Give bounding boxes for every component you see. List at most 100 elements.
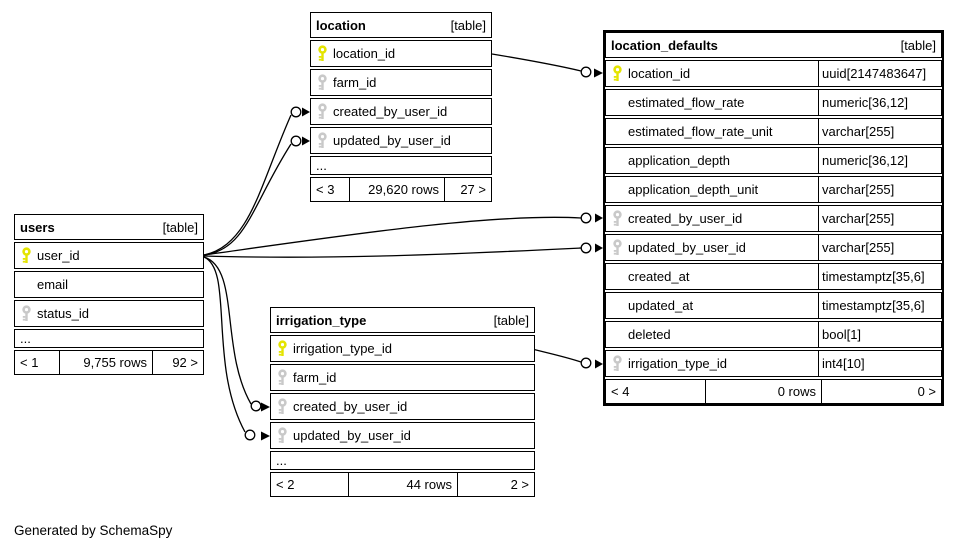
column-row: updated_by_user_id (310, 127, 492, 154)
column-row: updated_by_user_id varchar[255] (605, 234, 942, 261)
connector-circle (580, 242, 592, 254)
column-row: deleted bool[1] (605, 321, 942, 348)
foreign-key-icon (15, 305, 37, 322)
row-count: 29,620 rows (349, 178, 444, 201)
column-name: status_id (37, 306, 90, 321)
parents-count: < 3 (316, 182, 335, 197)
column-type: varchar[255] (818, 235, 941, 260)
connector-arrow (261, 402, 270, 412)
column-row: created_by_user_id (270, 393, 535, 420)
column-row: estimated_flow_rate numeric[36,12] (605, 89, 942, 116)
connector-circle (250, 400, 262, 412)
table-footer: < 2 44 rows 2 > (270, 472, 535, 497)
row-count: 9,755 rows (59, 351, 152, 374)
column-type: uuid[2147483647] (818, 61, 941, 86)
connector-arrow (595, 213, 603, 223)
column-name: application_depth (628, 153, 730, 168)
connector-circle (580, 357, 592, 369)
column-name: farm_id (333, 75, 377, 90)
connector-circle (580, 66, 592, 78)
generator-caption: Generated by SchemaSpy (14, 523, 173, 538)
column-type: numeric[36,12] (818, 90, 941, 115)
connector-arrow (261, 431, 270, 441)
column-name: updated_by_user_id (293, 428, 411, 443)
parents-count: < 1 (20, 355, 39, 370)
table-location-defaults: location_defaults [table] location_id uu… (603, 30, 944, 406)
children-count: 0 > (821, 380, 941, 403)
column-name: location_id (333, 46, 396, 61)
ellipsis-label: ... (316, 158, 327, 173)
column-row: estimated_flow_rate_unit varchar[255] (605, 118, 942, 145)
column-name: deleted (628, 327, 671, 342)
more-columns-row: ... (310, 156, 492, 175)
rel-users-to-location-defaults-created-by (203, 216, 582, 256)
column-name: irrigation_type_id (293, 341, 393, 356)
ellipsis-label: ... (276, 453, 287, 468)
column-row: farm_id (270, 364, 535, 391)
column-type: int4[10] (818, 351, 941, 376)
column-name: application_depth_unit (628, 182, 759, 197)
rel-location-to-location-defaults (491, 53, 582, 72)
connector-circle (580, 212, 592, 224)
column-row: created_by_user_id (310, 98, 492, 125)
column-row: application_depth numeric[36,12] (605, 147, 942, 174)
rel-users-to-location-updated-by (203, 143, 292, 256)
ellipsis-label: ... (20, 331, 31, 346)
column-name: updated_by_user_id (628, 240, 746, 255)
column-name: estimated_flow_rate_unit (628, 124, 773, 139)
column-row: created_at timestamptz[35,6] (605, 263, 942, 290)
column-row: irrigation_type_id int4[10] (605, 350, 942, 377)
connector-arrow (595, 243, 603, 253)
column-name: location_id (628, 66, 691, 81)
table-type-badge: [table] (493, 312, 529, 328)
column-name: irrigation_type_id (628, 356, 728, 371)
foreign-key-icon (606, 210, 628, 227)
children-count: 2 > (457, 473, 534, 496)
table-header: location [table] (310, 12, 492, 38)
rel-users-to-location-created-by (203, 114, 292, 256)
connector-circle (244, 429, 256, 441)
table-name-link[interactable]: location_defaults (611, 37, 718, 53)
table-footer: < 1 9,755 rows 92 > (14, 350, 204, 375)
connector-arrow (595, 359, 603, 369)
column-row: location_id (310, 40, 492, 67)
foreign-key-icon (271, 398, 293, 415)
table-header: irrigation_type [table] (270, 307, 535, 333)
table-type-badge: [table] (900, 37, 936, 53)
column-name: estimated_flow_rate (628, 95, 745, 110)
primary-key-icon (271, 340, 293, 357)
rel-users-to-irrigation-created-by (203, 256, 252, 405)
table-footer: < 4 0 rows 0 > (605, 379, 942, 404)
table-header: location_defaults [table] (605, 32, 942, 58)
rel-users-to-irrigation-updated-by (203, 256, 246, 433)
table-footer: < 3 29,620 rows 27 > (310, 177, 492, 202)
foreign-key-icon (271, 427, 293, 444)
table-type-badge: [table] (450, 17, 486, 33)
column-row: updated_at timestamptz[35,6] (605, 292, 942, 319)
rel-users-to-location-defaults-updated-by (203, 247, 582, 258)
table-name-link[interactable]: location (316, 17, 366, 33)
row-count: 0 rows (705, 380, 821, 403)
connector-circle (290, 106, 302, 118)
column-name: email (37, 277, 69, 292)
column-row: updated_by_user_id (270, 422, 535, 449)
table-irrigation-type: irrigation_type [table] irrigation_type_… (270, 307, 535, 497)
table-location: location [table] location_id farm_id cre… (310, 12, 492, 202)
primary-key-icon (606, 65, 628, 82)
more-columns-row: ... (270, 451, 535, 470)
column-row: farm_id (310, 69, 492, 96)
foreign-key-icon (311, 74, 333, 91)
column-name: created_by_user_id (333, 104, 448, 119)
table-name-link[interactable]: users (20, 219, 55, 235)
table-type-badge: [table] (162, 219, 198, 235)
column-row: user_id (14, 242, 204, 269)
foreign-key-icon (311, 103, 333, 120)
foreign-key-icon (311, 132, 333, 149)
children-count: 27 > (444, 178, 491, 201)
parents-count: < 4 (611, 384, 630, 399)
table-name-link[interactable]: irrigation_type (276, 312, 367, 328)
column-row: email (14, 271, 204, 298)
primary-key-icon (15, 247, 37, 264)
connector-arrow (302, 136, 310, 146)
